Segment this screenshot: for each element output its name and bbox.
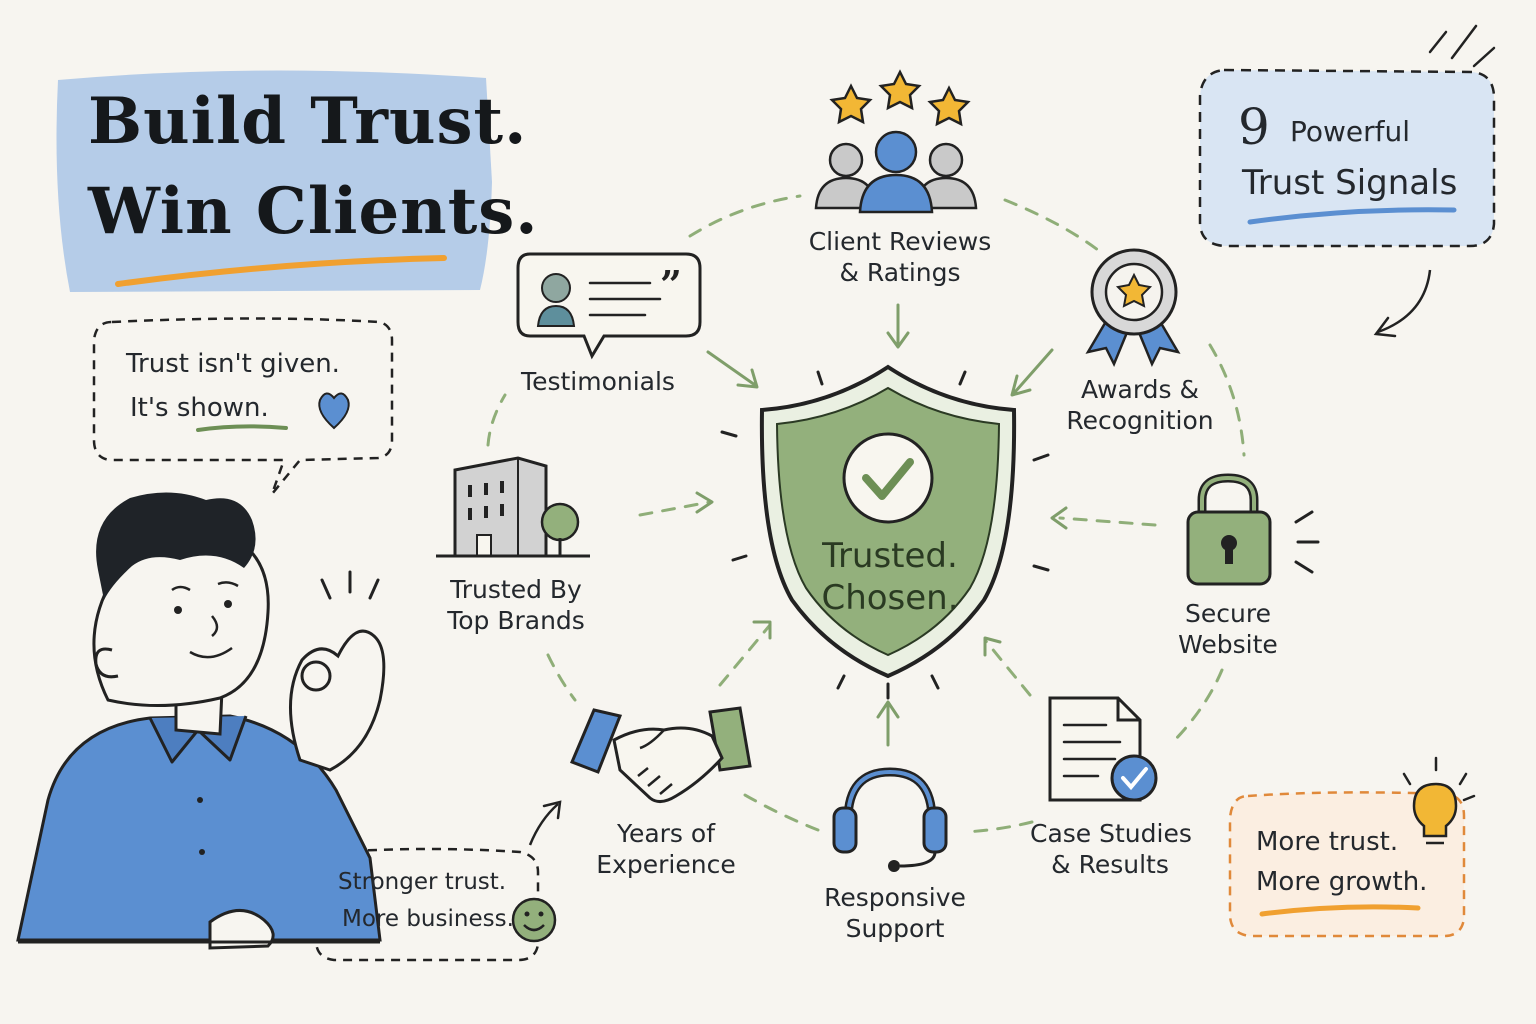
quote-bottom-line-1: Stronger trust. bbox=[338, 869, 507, 895]
headset-icon bbox=[832, 767, 948, 872]
title-line-1: Build Trust. bbox=[88, 84, 528, 159]
signal-label-awards: Awards & Recognition bbox=[1066, 375, 1214, 436]
reviews-people-stars-icon bbox=[814, 69, 978, 214]
growth-line-1: More trust. bbox=[1256, 827, 1399, 857]
growth-line-2: More growth. bbox=[1256, 867, 1428, 897]
building-icon bbox=[436, 456, 590, 558]
quote-top-line-2: It's shown. bbox=[130, 392, 269, 425]
quote-top-emphasis: shown. bbox=[176, 393, 269, 423]
badge-line-1: Powerful bbox=[1290, 115, 1411, 148]
person-ok-gesture bbox=[16, 492, 386, 950]
quote-top-line-1: Trust isn't given. bbox=[126, 349, 340, 379]
signal-label-testimonials: Testimonials bbox=[521, 367, 675, 396]
title-highlight bbox=[56, 70, 492, 293]
handshake-icon bbox=[570, 706, 752, 803]
signal-label-responsive-support: Responsive Support bbox=[824, 883, 966, 944]
signal-label-top-brands: Trusted By Top Brands bbox=[447, 575, 585, 636]
quote-bubble-top bbox=[92, 317, 394, 495]
signal-label-secure-website: Secure Website bbox=[1178, 599, 1278, 660]
shield-line-1: Trusted. bbox=[822, 536, 958, 576]
signal-label-case-studies: Case Studies & Results bbox=[1030, 819, 1192, 880]
quote-top-prefix: It's bbox=[130, 393, 169, 423]
growth-note-box bbox=[1228, 756, 1476, 938]
smiley-icon bbox=[511, 897, 557, 943]
speech-bubble-quote-icon: ” bbox=[516, 252, 702, 360]
arrowheads bbox=[695, 303, 1068, 747]
trust-signals-badge bbox=[1198, 24, 1496, 338]
signal-label-years-experience: Years of Experience bbox=[596, 819, 736, 880]
document-check-icon bbox=[1048, 696, 1158, 802]
shield-line-2: Chosen. bbox=[821, 578, 959, 618]
quote-bottom-line-2: More business. bbox=[342, 906, 514, 932]
signal-label-client-reviews: Client Reviews & Ratings bbox=[808, 227, 992, 288]
lightbulb-icon bbox=[1402, 756, 1476, 845]
padlock-icon bbox=[1186, 473, 1320, 586]
badge-line-2: Trust Signals bbox=[1242, 163, 1458, 203]
badge-number: 9 bbox=[1238, 98, 1270, 156]
shield-emblem bbox=[720, 364, 1050, 700]
award-ribbon-icon bbox=[1085, 248, 1181, 368]
svg-text:”: ” bbox=[660, 262, 682, 307]
title-line-2: Win Clients. bbox=[88, 174, 539, 249]
quote-bubble-bottom bbox=[314, 800, 562, 962]
orbit-connectors bbox=[486, 194, 1246, 834]
